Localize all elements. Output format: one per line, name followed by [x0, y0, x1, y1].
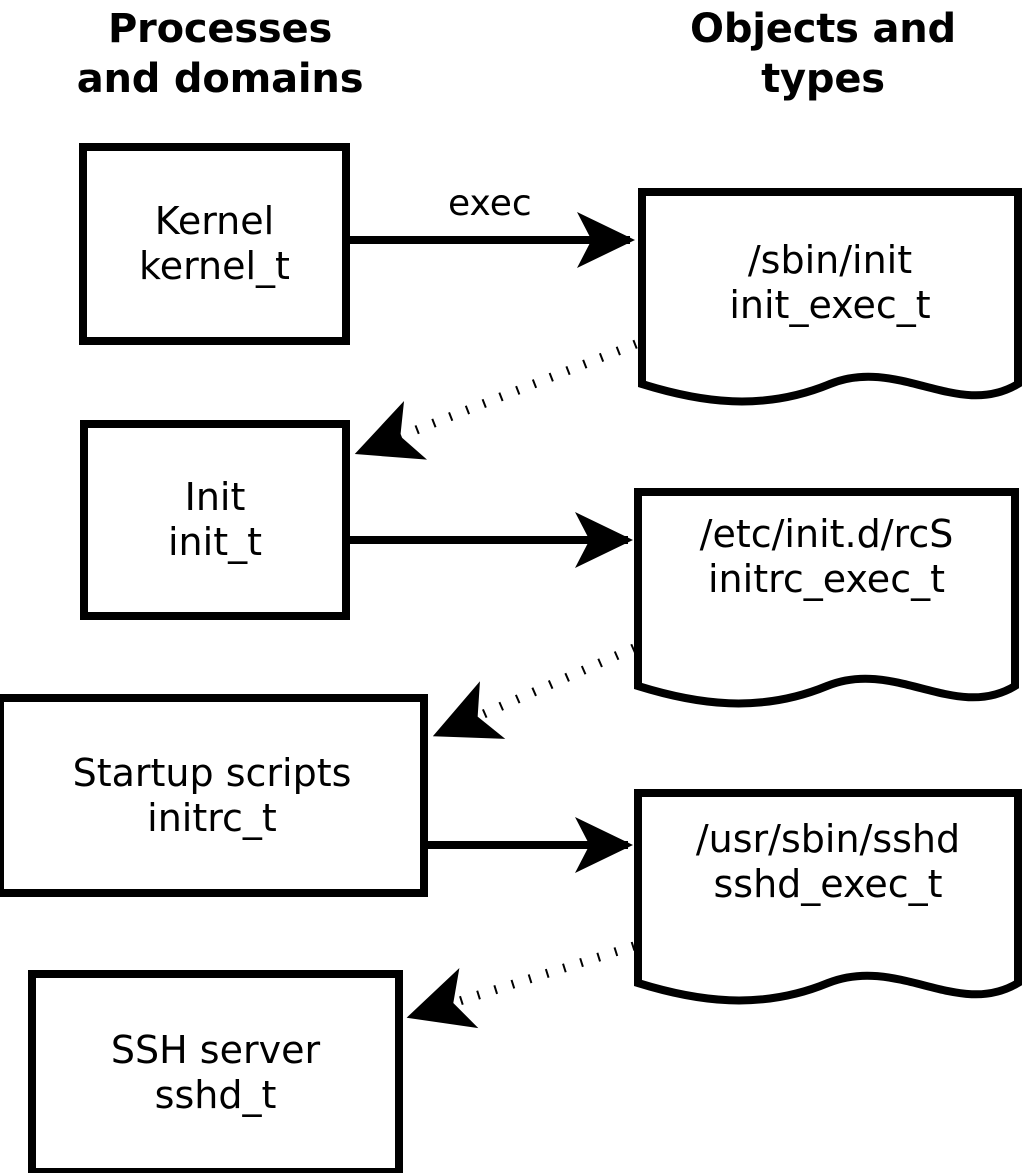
process-box-kernel[interactable]: Kernel kernel_t [79, 143, 350, 345]
process-box-kernel-type: kernel_t [139, 244, 290, 288]
process-box-kernel-label: Kernel [154, 199, 275, 244]
edge-sshd_exec-to-sshd [406, 941, 636, 1029]
column-header-processes: Processes and domains [30, 4, 410, 104]
edge-init_exec-to-init [354, 339, 638, 460]
process-box-init-label: Init [184, 475, 246, 520]
process-box-sshd-label: SSH server [110, 1028, 321, 1073]
document-shape-icon [638, 188, 1022, 406]
document-shape-icon [634, 488, 1019, 708]
column-header-processes-line2: and domains [76, 56, 364, 102]
column-header-objects: Objects and types [628, 4, 1018, 104]
process-box-initrc-type: initrc_t [147, 795, 277, 840]
process-box-sshd-type: sshd_t [154, 1073, 277, 1117]
edge-label-exec: exec [448, 183, 532, 224]
process-box-init-type: init_t [168, 520, 262, 564]
process-box-sshd[interactable]: SSH server sshd_t [28, 970, 403, 1173]
column-header-processes-line1: Processes [107, 6, 333, 52]
process-box-initrc[interactable]: Startup scripts initrc_t [0, 694, 428, 897]
object-doc-sshd_exec[interactable]: /usr/sbin/sshd sshd_exec_t [634, 789, 1022, 1022]
column-header-objects-line2: types [761, 56, 885, 102]
process-box-initrc-label: Startup scripts [72, 750, 352, 795]
document-shape-icon [634, 789, 1022, 1005]
process-box-init[interactable]: Init init_t [80, 420, 350, 620]
object-doc-initrc_exec[interactable]: /etc/init.d/rcS initrc_exec_t [634, 488, 1019, 726]
object-doc-init_exec[interactable]: /sbin/init init_exec_t [638, 188, 1022, 423]
column-header-objects-line1: Objects and [690, 6, 956, 52]
edge-initrc_exec-to-initrc [432, 643, 636, 739]
